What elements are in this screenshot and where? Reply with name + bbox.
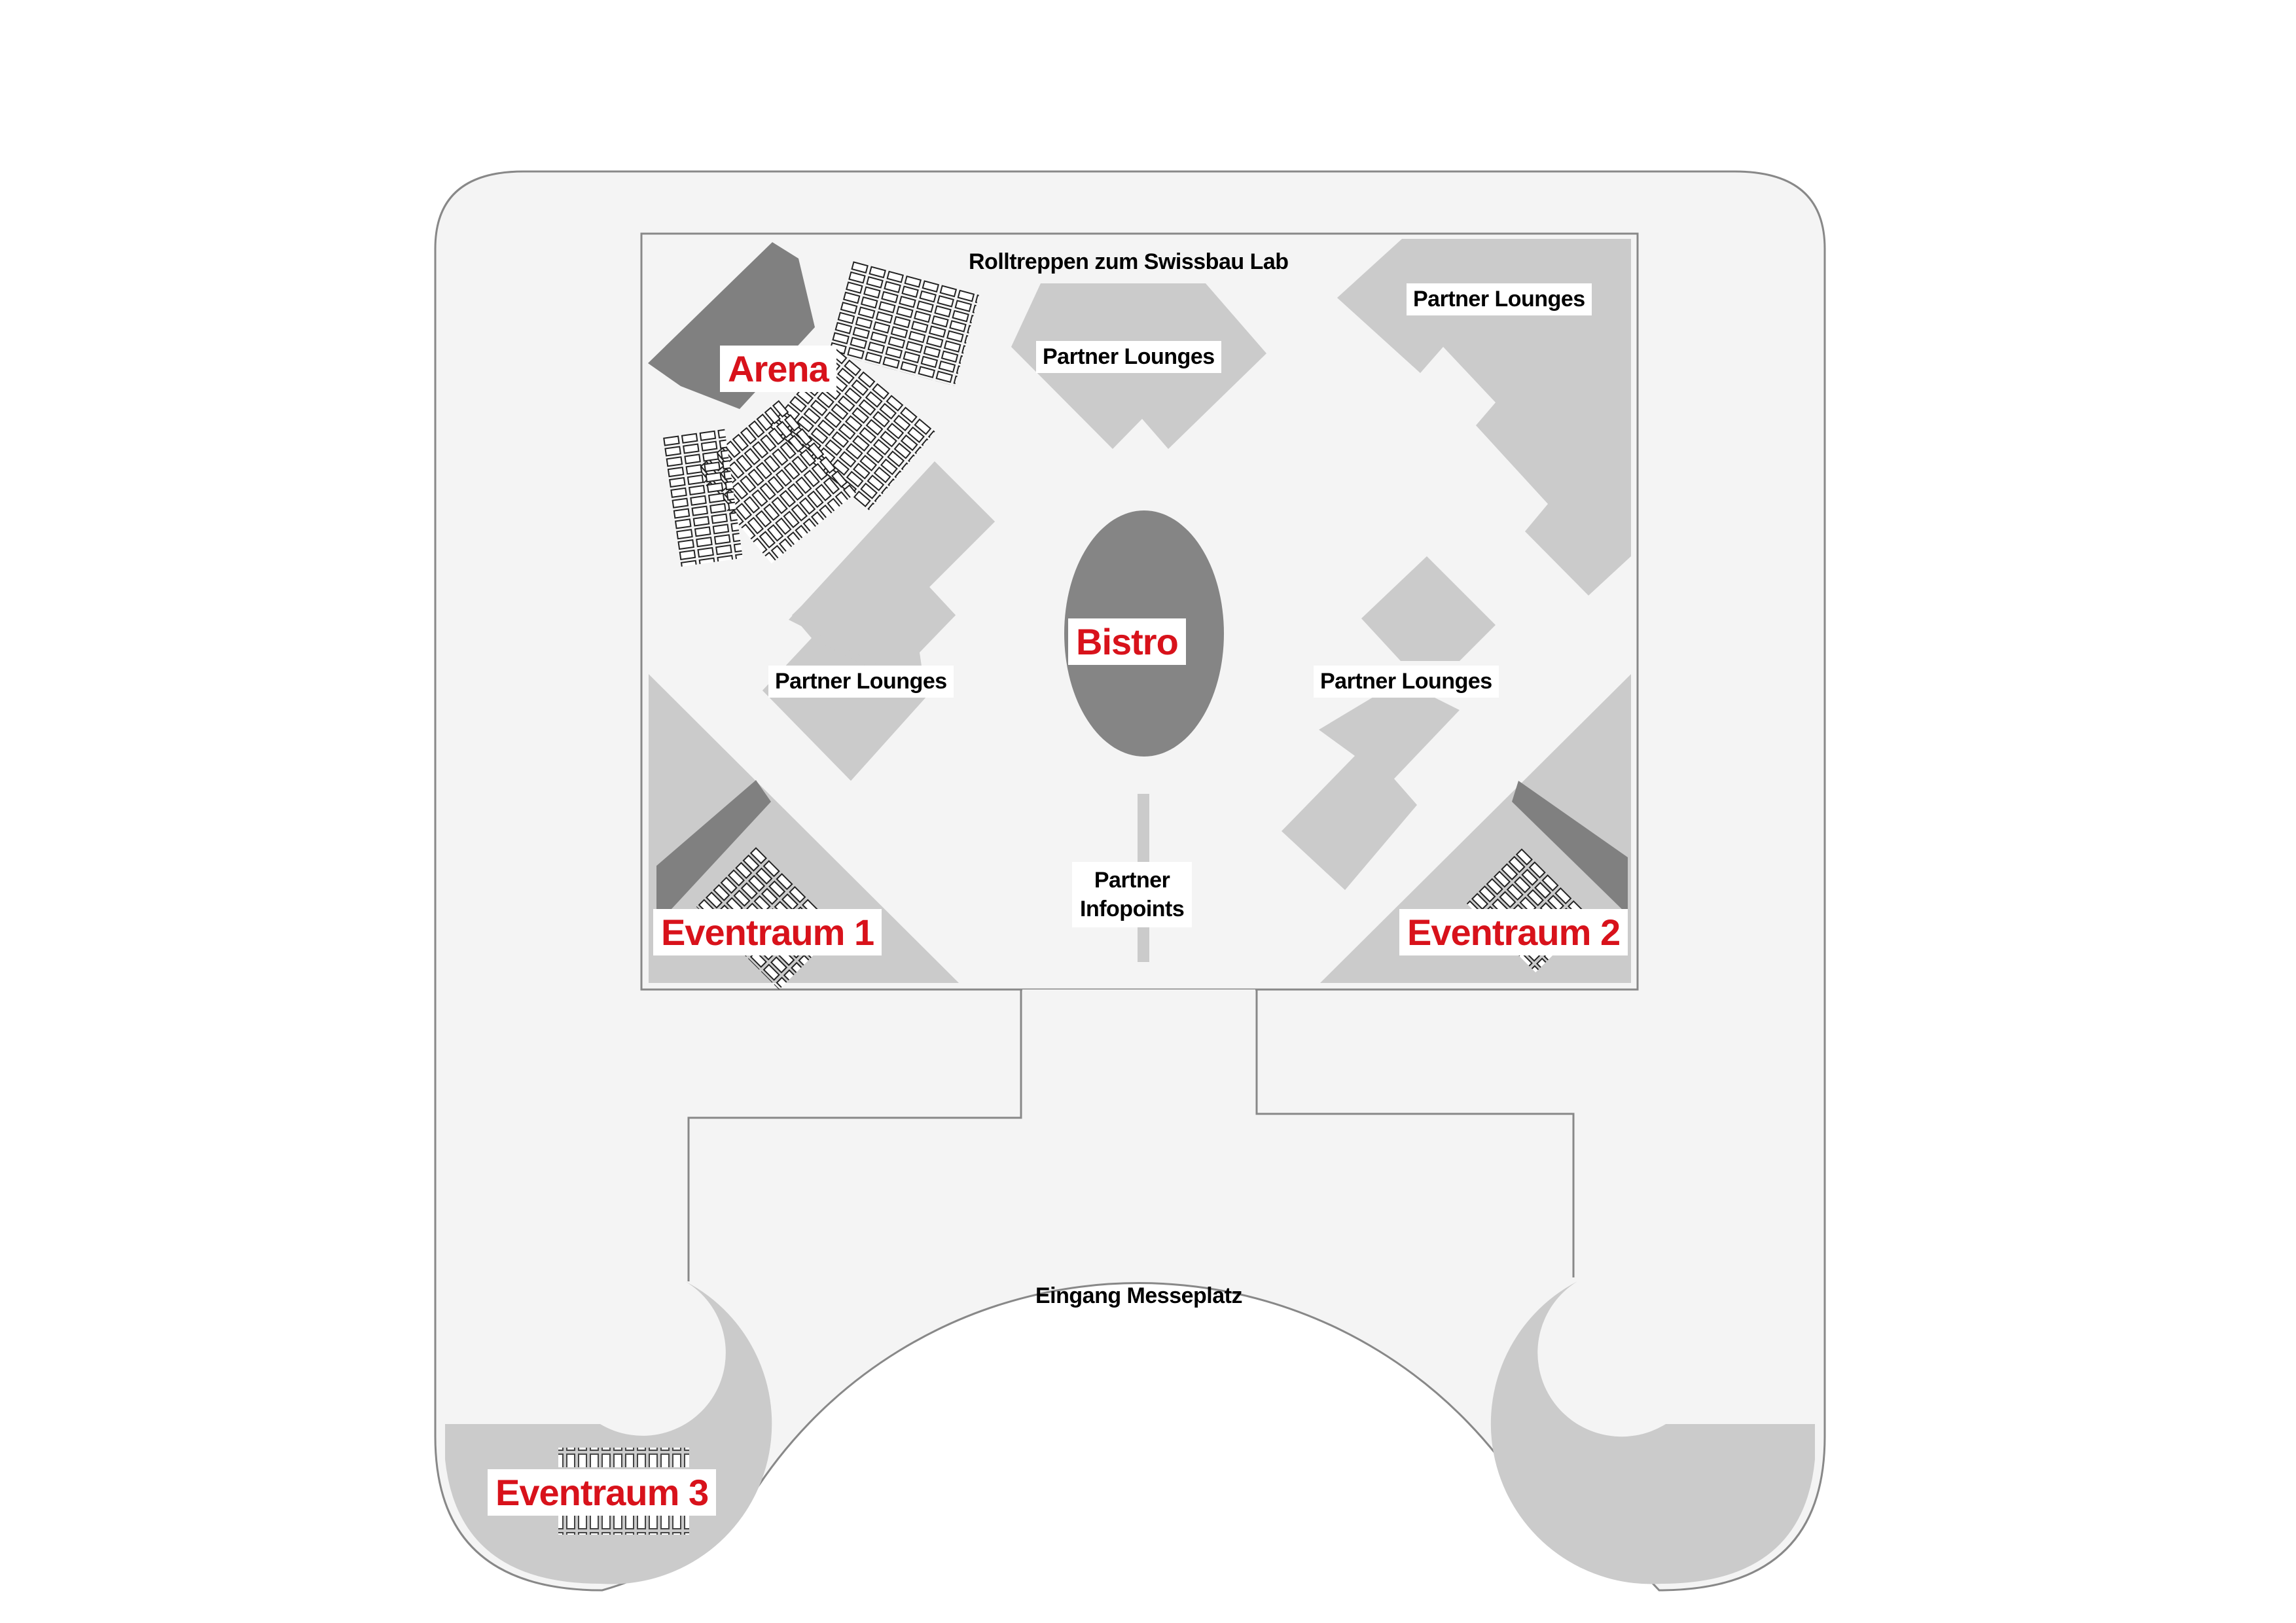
eventraum-bottom-right-area — [1490, 1281, 1815, 1584]
partner-lounges-top-right-label: Partner Lounges — [1407, 283, 1592, 315]
escalators-label: Rolltreppen zum Swissbau Lab — [969, 249, 1289, 274]
partner-lounges-right-label: Partner Lounges — [1314, 666, 1499, 698]
arena-label: Arena — [720, 346, 836, 393]
partner-lounges-top-label: Partner Lounges — [1036, 341, 1221, 373]
eventraum-2-stage — [1512, 781, 1628, 915]
partner-infopoints-line-2: Infopoints — [1080, 897, 1185, 922]
partner-lounges-right-area — [1361, 556, 1496, 661]
eventraum-1-label: Eventraum 1 — [653, 909, 882, 956]
corridor-fill — [1022, 990, 1255, 1120]
eventraum-3-seating-top — [558, 1448, 689, 1467]
eventraum-2-label: Eventraum 2 — [1399, 909, 1628, 956]
eventraum-3-seating-bottom — [558, 1515, 689, 1535]
eventraum-3-label: Eventraum 3 — [488, 1469, 717, 1516]
partner-infopoints-line-1: Partner — [1094, 868, 1170, 893]
partner-lounges-left-label: Partner Lounges — [768, 666, 954, 698]
partner-lounges-top-right-area — [1337, 239, 1631, 596]
entrance-label: Eingang Messeplatz — [1035, 1283, 1242, 1308]
bistro-label: Bistro — [1068, 618, 1186, 666]
eventraum-1-stage — [656, 780, 771, 910]
corridor-outline — [687, 990, 1575, 1281]
partner-infopoints-label: Partner Infopoints — [1072, 862, 1193, 928]
